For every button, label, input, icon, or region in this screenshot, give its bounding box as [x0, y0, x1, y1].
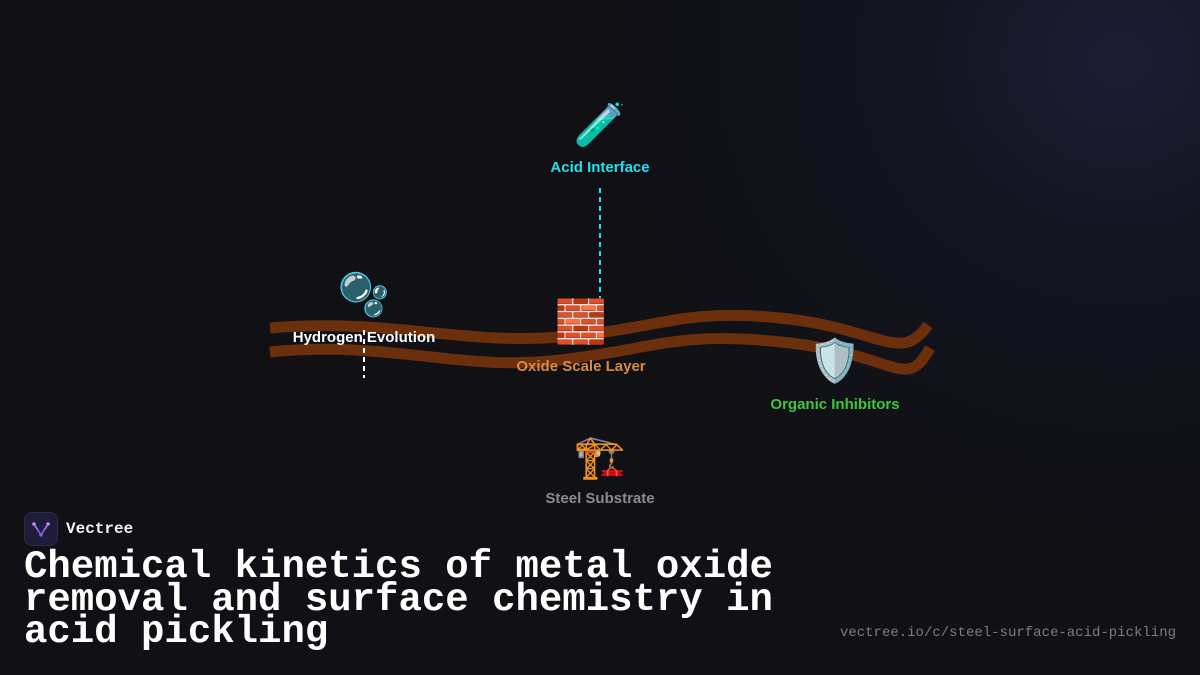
node-label: Acid Interface: [550, 159, 650, 176]
node-label: Organic Inhibitors: [770, 396, 900, 413]
construction-icon: 🏗️: [573, 432, 627, 481]
brick-icon: 🧱: [554, 297, 608, 346]
bubbles-icon: 🫧: [337, 270, 391, 319]
brand-name: Vectree: [66, 520, 134, 538]
source-url[interactable]: vectree.io/c/steel-surface-acid-pickling: [839, 625, 1176, 641]
oxide-band: [269, 309, 935, 375]
node-organic-inhibitors: 🛡️ Organic Inhibitors: [770, 337, 899, 414]
node-label: Oxide Scale Layer: [516, 358, 646, 375]
vectree-logo-icon: [24, 512, 58, 546]
page-title: Chemical kinetics of metal oxide removal…: [24, 545, 773, 654]
node-hydrogen-evolution: 🫧 Hydrogen Evolution: [293, 271, 436, 347]
test-tube-icon: 🧪: [573, 100, 627, 149]
oxide-band-upper: [269, 309, 933, 349]
shield-icon: 🛡️: [808, 336, 862, 385]
oxide-band-lower: [269, 332, 935, 375]
node-label: Steel Substrate: [545, 490, 655, 507]
node-label: Hydrogen Evolution: [292, 329, 436, 346]
node-steel-substrate: 🏗️ Steel Substrate: [545, 433, 654, 508]
node-acid-interface: 🧪 Acid Interface: [550, 101, 649, 177]
node-oxide-scale-layer: 🧱 Oxide Scale Layer: [516, 298, 645, 376]
brand[interactable]: Vectree: [24, 512, 133, 546]
